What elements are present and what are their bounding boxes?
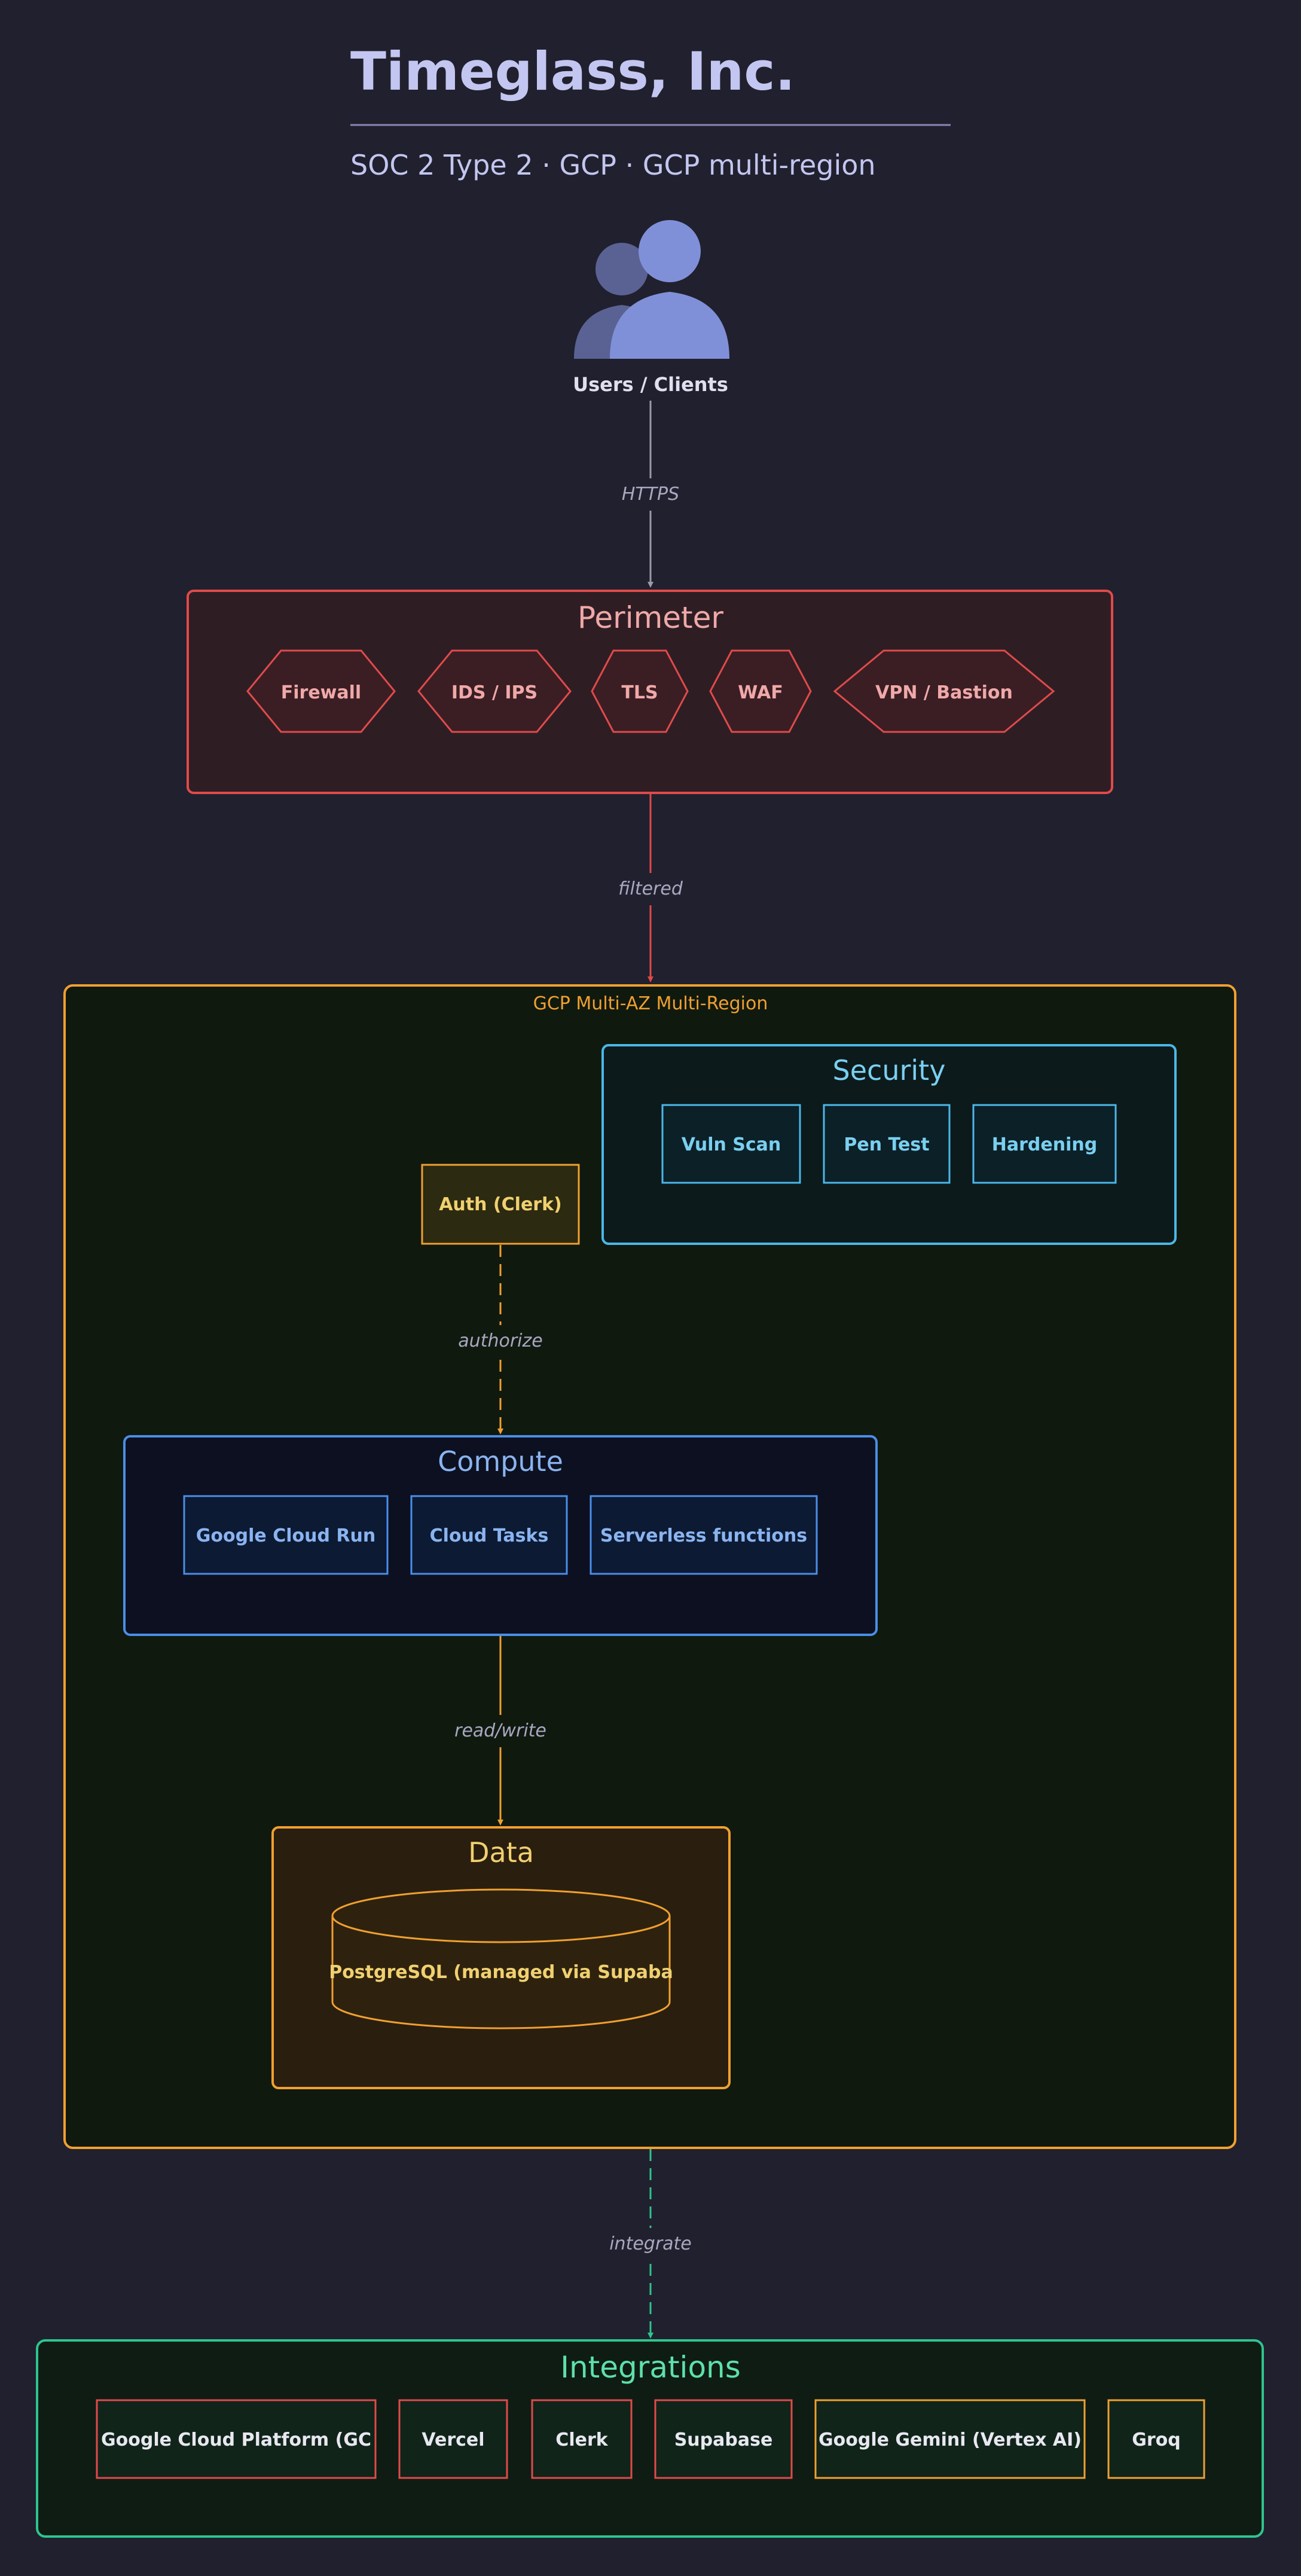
integrations-title: Integrations bbox=[560, 2350, 741, 2385]
users-label: Users / Clients bbox=[573, 373, 728, 396]
svg-text:Firewall: Firewall bbox=[281, 682, 361, 703]
edge-label-integrate: integrate bbox=[609, 2233, 692, 2254]
perimeter-group: Perimeter Firewall IDS / IPS TLS WAF VPN… bbox=[187, 590, 1113, 794]
security-group: Security Vuln Scan Pen Test Hardening bbox=[601, 1044, 1177, 1245]
database-cylinder: PostgreSQL (managed via Supaba bbox=[329, 1888, 673, 2029]
svg-text:Pen Test: Pen Test bbox=[844, 1134, 929, 1155]
compute-item-cloud-tasks: Cloud Tasks bbox=[410, 1495, 568, 1575]
svg-text:Serverless functions: Serverless functions bbox=[600, 1525, 807, 1546]
compute-group: Compute Google Cloud Run Cloud Tasks Ser… bbox=[123, 1435, 878, 1636]
users-icon bbox=[574, 220, 729, 359]
perimeter-item-vpn-bastion: VPN / Bastion bbox=[833, 649, 1055, 733]
svg-text:Google Cloud Run: Google Cloud Run bbox=[196, 1525, 375, 1546]
perimeter-title: Perimeter bbox=[578, 600, 723, 635]
svg-text:IDS / IPS: IDS / IPS bbox=[451, 682, 537, 703]
integration-item-gcp: Google Cloud Platform (GC bbox=[96, 2399, 377, 2479]
perimeter-item-tls: TLS bbox=[591, 649, 689, 733]
integration-item-vercel: Vercel bbox=[398, 2399, 508, 2479]
svg-text:Google Gemini (Vertex AI): Google Gemini (Vertex AI) bbox=[819, 2430, 1082, 2450]
region-label: GCP Multi-AZ Multi-Region bbox=[533, 993, 768, 1014]
integration-item-clerk: Clerk bbox=[531, 2399, 633, 2479]
data-group: Data PostgreSQL (managed via Supaba bbox=[271, 1826, 731, 2089]
security-item-pen-test: Pen Test bbox=[823, 1104, 951, 1184]
page-subtitle: SOC 2 Type 2 · GCP · GCP multi-region bbox=[350, 149, 876, 181]
perimeter-item-ids-ips: IDS / IPS bbox=[417, 649, 572, 733]
svg-text:TLS: TLS bbox=[621, 682, 658, 703]
svg-text:Clerk: Clerk bbox=[555, 2430, 608, 2450]
edge-label-https: HTTPS bbox=[622, 484, 679, 505]
compute-item-serverless-functions: Serverless functions bbox=[590, 1495, 818, 1575]
integrations-group: Integrations Google Cloud Platform (GC V… bbox=[36, 2339, 1264, 2538]
svg-text:Groq: Groq bbox=[1132, 2430, 1181, 2450]
integration-item-groq: Groq bbox=[1107, 2399, 1205, 2479]
security-item-vuln-scan: Vuln Scan bbox=[661, 1104, 801, 1184]
edge-label-read-write: read/write bbox=[454, 1720, 546, 1741]
svg-text:Vuln Scan: Vuln Scan bbox=[682, 1134, 781, 1155]
svg-text:Supabase: Supabase bbox=[674, 2430, 773, 2450]
svg-text:Hardening: Hardening bbox=[992, 1134, 1097, 1155]
integration-item-gemini: Google Gemini (Vertex AI) bbox=[814, 2399, 1086, 2479]
svg-text:Vercel: Vercel bbox=[422, 2430, 484, 2450]
svg-text:Cloud Tasks: Cloud Tasks bbox=[430, 1525, 549, 1546]
svg-text:Auth (Clerk): Auth (Clerk) bbox=[439, 1194, 562, 1215]
svg-text:VPN / Bastion: VPN / Bastion bbox=[875, 682, 1013, 703]
edge-label-filtered: filtered bbox=[618, 878, 683, 899]
page-title: Timeglass, Inc. bbox=[350, 41, 795, 102]
security-item-hardening: Hardening bbox=[972, 1104, 1117, 1184]
perimeter-item-waf: WAF bbox=[709, 649, 812, 733]
auth-node: Auth (Clerk) bbox=[421, 1164, 580, 1245]
edge-label-authorize: authorize bbox=[458, 1330, 542, 1351]
data-title: Data bbox=[468, 1836, 534, 1869]
svg-text:PostgreSQL (managed via Supaba: PostgreSQL (managed via Supaba bbox=[329, 1962, 673, 1983]
security-title: Security bbox=[833, 1054, 946, 1086]
integration-item-supabase: Supabase bbox=[654, 2399, 793, 2479]
svg-text:Google Cloud Platform (GC: Google Cloud Platform (GC bbox=[101, 2430, 371, 2450]
compute-title: Compute bbox=[438, 1445, 563, 1478]
svg-text:WAF: WAF bbox=[738, 682, 783, 703]
compute-item-cloud-run: Google Cloud Run bbox=[183, 1495, 389, 1575]
perimeter-item-firewall: Firewall bbox=[246, 649, 396, 733]
